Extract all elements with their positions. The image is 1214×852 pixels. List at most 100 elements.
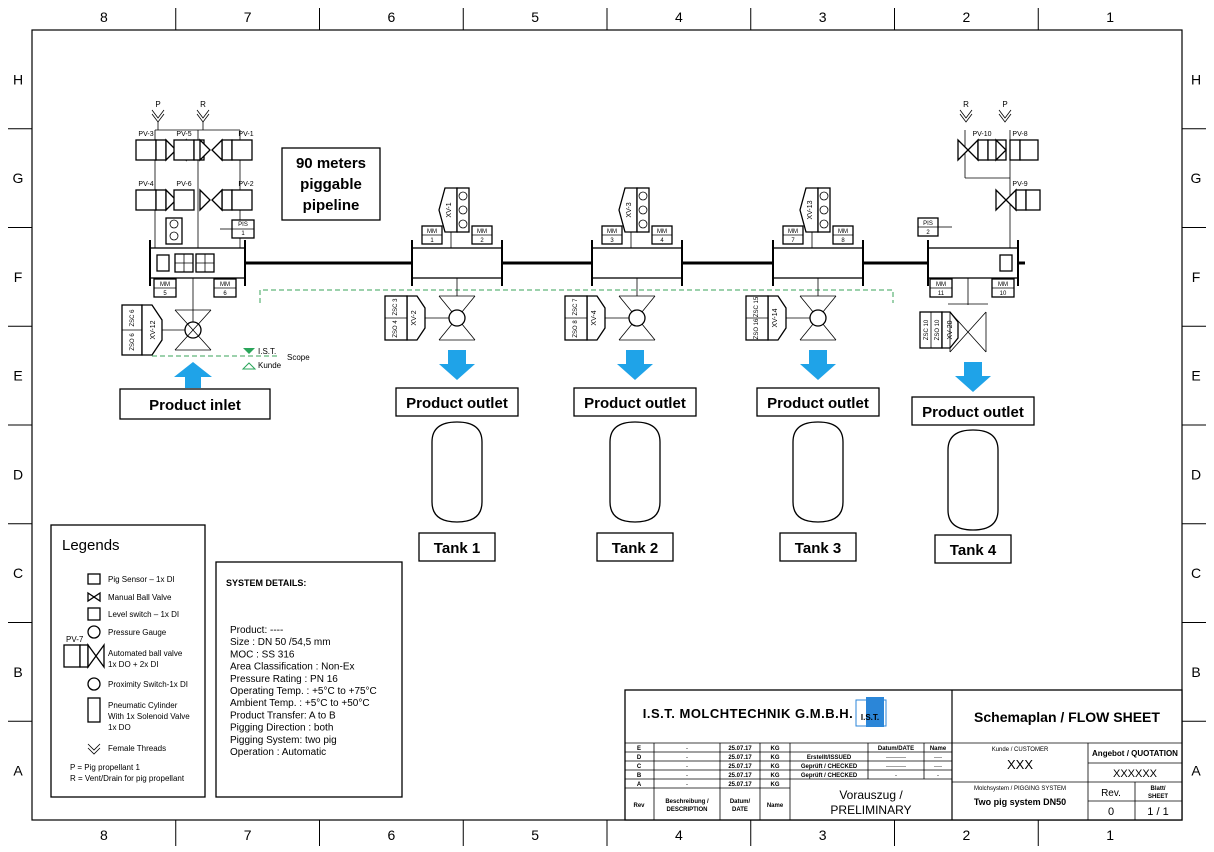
approval-name: ---- (934, 755, 942, 761)
name-cell: KG (771, 773, 780, 779)
tank-vessel (792, 421, 844, 523)
desc-cell: - (686, 764, 688, 770)
mm5-tag: MM (160, 282, 170, 288)
scope-ist-label: I.S.T. (258, 347, 276, 356)
pis1-tag: PIS (238, 222, 248, 228)
desc-header-2: DESCRIPTION (666, 807, 707, 813)
legend-symbols (63, 573, 105, 755)
legend-note-p: P = Pig propellant 1 (70, 763, 140, 772)
legend-pv7-label: PV-7 (66, 635, 84, 644)
row-label-right: H (1191, 71, 1201, 87)
column-label-top: 7 (244, 9, 252, 25)
name-cell: KG (771, 755, 780, 761)
valve-pv10-label: PV-10 (972, 131, 991, 138)
pipeline-label-line2: piggable (300, 176, 362, 193)
quotation-label: Angebot / QUOTATION (1092, 749, 1178, 758)
switch-zso-6: ZSO 6 (130, 333, 136, 351)
rev-cell: C (637, 764, 642, 770)
desc-cell: - (686, 773, 688, 779)
mm-tag: MM (477, 229, 487, 235)
column-label-bottom: 1 (1106, 827, 1114, 843)
valve-xv20-label: XV-20 (947, 320, 954, 339)
tank-vessel (431, 421, 483, 523)
row-label-right: G (1191, 170, 1202, 186)
mm5-num: 5 (163, 291, 167, 297)
name-cell: KG (771, 764, 780, 770)
mm10-tag: MM (998, 282, 1008, 288)
product-outlet-label: Product outlet (406, 395, 508, 412)
outlet-label-box (573, 387, 697, 417)
pipeline-label-line3: pipeline (303, 197, 360, 214)
date-header-1: Datum/ (730, 799, 751, 805)
legend-automated-valve-io: 1x DO + 2x DI (108, 660, 158, 669)
rev-cell: E (637, 746, 641, 752)
system-detail-line: MOC : SS 316 (230, 649, 295, 660)
column-label-top: 5 (531, 9, 539, 25)
propellant-r-left: R (200, 100, 206, 109)
column-label-bottom: 2 (962, 827, 970, 843)
switch-zsc: ZSC 3 (393, 298, 399, 316)
mm-tag: MM (427, 229, 437, 235)
product-inlet-label: Product inlet (149, 397, 241, 414)
row-label-left: D (13, 466, 23, 482)
switch-zsc: ZSC 7 (573, 298, 579, 316)
switch-zsc: ZSC 15 (754, 296, 760, 317)
column-label-top: 8 (100, 9, 108, 25)
rev-label: Rev. (1101, 788, 1121, 799)
tank-label: Tank 1 (434, 540, 480, 557)
column-label-top: 2 (962, 9, 970, 25)
approval-label: Geprüft / CHECKED (801, 764, 858, 770)
column-label-bottom: 6 (387, 827, 395, 843)
tank-label-box (779, 532, 857, 562)
date-cell: 25.07.17 (728, 782, 752, 788)
name-header: Name (767, 803, 784, 809)
legend-manual-ball-valve: Manual Ball Valve (108, 593, 172, 602)
system-detail-line: Size : DN 50 /54,5 mm (230, 637, 331, 648)
tank-vessel (609, 421, 661, 523)
propellant-r-right: R (963, 100, 969, 109)
column-label-bottom: 7 (244, 827, 252, 843)
tank-label: Tank 3 (795, 540, 841, 557)
mm-num: 1 (430, 238, 434, 244)
valve-top-label: XV-3 (626, 202, 633, 217)
valve-xv12-label: XV-12 (150, 320, 157, 339)
outlet-label-box (756, 387, 880, 417)
mm6-tag: MM (220, 282, 230, 288)
outlet-arrow (955, 362, 991, 392)
date-cell: 25.07.17 (728, 755, 752, 761)
valve-outlet-label: XV-14 (772, 308, 779, 327)
row-label-right: F (1192, 269, 1201, 285)
pis2-tag: PIS (923, 221, 933, 227)
desc-cell: - (686, 755, 688, 761)
tank-label: Tank 4 (950, 542, 997, 559)
valve-pv2-label: PV-2 (238, 181, 253, 188)
row-label-right: C (1191, 565, 1201, 581)
column-label-bottom: 4 (675, 827, 683, 843)
column-label-top: 1 (1106, 9, 1114, 25)
propellant-p-right: P (1002, 100, 1007, 109)
approval-label: Geprüft / CHECKED (801, 773, 858, 779)
drawing-title: Schemaplan / FLOW SHEET (974, 709, 1160, 725)
legend-level-switch: Level switch – 1x DI (108, 610, 179, 619)
system-detail-line: Pressure Rating : PN 16 (230, 674, 338, 685)
preliminary-line2: PRELIMINARY (830, 803, 911, 817)
name-cell: KG (771, 782, 780, 788)
approval-name-header: Name (930, 746, 947, 752)
valve-top-label: XV-1 (446, 202, 453, 217)
mm11-tag: MM (936, 282, 946, 288)
column-label-top: 6 (387, 9, 395, 25)
rev-value: 0 (1108, 806, 1114, 818)
valve-top-label: XV-13 (807, 200, 814, 219)
column-label-top: 3 (819, 9, 827, 25)
outlet-label-box (911, 396, 1035, 426)
mm-tag: MM (607, 229, 617, 235)
mm-num: 8 (841, 238, 845, 244)
valve-outlet-label: XV-4 (591, 310, 598, 325)
